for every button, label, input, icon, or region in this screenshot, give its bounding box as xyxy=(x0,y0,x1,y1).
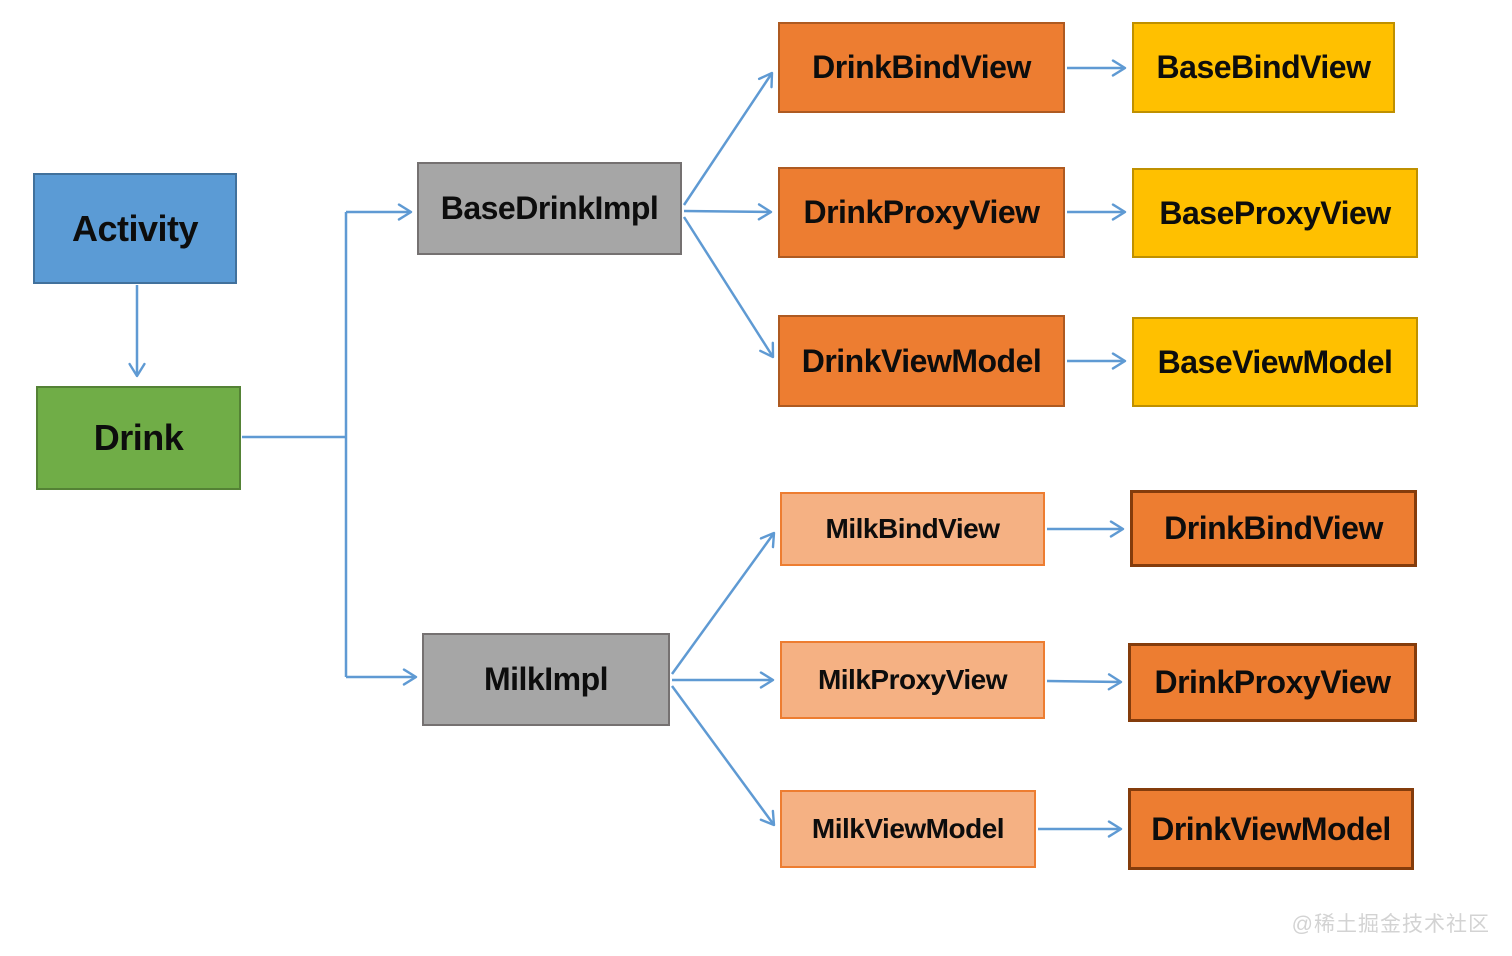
node-base-drink-impl: BaseDrinkImpl xyxy=(417,162,682,255)
edge-basedrinkimpl-drinkbindview xyxy=(682,71,774,206)
node-activity: Activity xyxy=(33,173,237,284)
node-drink-proxy-view-2-label: DrinkProxyView xyxy=(1154,664,1391,700)
node-drink-bind-view-2-label: DrinkBindView xyxy=(1164,510,1383,546)
node-milk-bind-view-label: MilkBindView xyxy=(825,513,1000,544)
node-activity-label: Activity xyxy=(71,207,199,249)
node-drink-view-model-2: DrinkViewModel xyxy=(1128,788,1414,870)
node-drink-view-model: DrinkViewModel xyxy=(778,315,1065,407)
node-base-proxy-view: BaseProxyView xyxy=(1132,168,1418,258)
node-base-view-model-label: BaseViewModel xyxy=(1157,343,1393,380)
node-milk-proxy-view-label: MilkProxyView xyxy=(817,664,1008,695)
node-drink-bind-view-label: DrinkBindView xyxy=(812,49,1031,85)
node-milk-impl: MilkImpl xyxy=(422,633,670,726)
edge-basedrinkimpl-drinkviewmodel xyxy=(682,216,775,359)
edge-milkimpl-milkviewmodel xyxy=(670,685,776,827)
node-milk-impl-label: MilkImpl xyxy=(483,661,609,697)
node-drink-bind-view-2: DrinkBindView xyxy=(1130,490,1417,567)
edge-milkimpl-milkbindview xyxy=(670,531,776,675)
node-drink-label: Drink xyxy=(93,417,184,458)
node-base-drink-impl-label: BaseDrinkImpl xyxy=(440,190,659,226)
node-drink-bind-view: DrinkBindView xyxy=(778,22,1065,113)
node-drink-view-model-label: DrinkViewModel xyxy=(801,342,1042,379)
node-base-proxy-view-label: BaseProxyView xyxy=(1159,194,1391,231)
node-drink: Drink xyxy=(36,386,241,490)
node-base-bind-view: BaseBindView xyxy=(1132,22,1395,113)
edge-basedrinkimpl-drinkproxyview xyxy=(683,203,773,221)
edge-milkproxyview-drinkproxyview2 xyxy=(1046,673,1123,691)
node-base-bind-view-label: BaseBindView xyxy=(1156,49,1371,85)
watermark: @稀土掘金技术社区 xyxy=(1291,913,1490,936)
node-milk-view-model: MilkViewModel xyxy=(780,790,1036,868)
node-base-view-model: BaseViewModel xyxy=(1132,317,1418,407)
node-drink-view-model-2-label: DrinkViewModel xyxy=(1151,810,1391,847)
node-milk-proxy-view: MilkProxyView xyxy=(780,641,1045,719)
node-milk-view-model-label: MilkViewModel xyxy=(811,813,1005,844)
node-milk-bind-view: MilkBindView xyxy=(780,492,1045,566)
node-drink-proxy-view: DrinkProxyView xyxy=(778,167,1065,258)
node-drink-proxy-view-2: DrinkProxyView xyxy=(1128,643,1417,722)
node-drink-proxy-view-label: DrinkProxyView xyxy=(803,194,1040,230)
